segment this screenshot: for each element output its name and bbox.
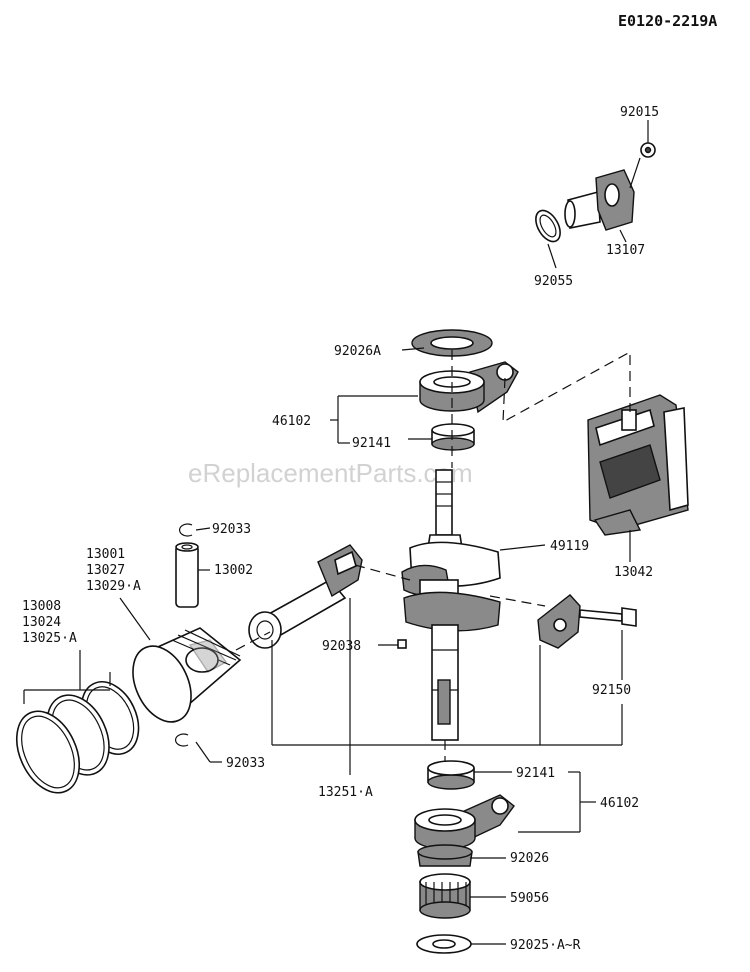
part-92141-bearing-lower — [427, 760, 475, 790]
part-92038-pin — [397, 639, 407, 649]
part-92025-shim — [416, 934, 472, 954]
callout-92038: 92038 — [322, 639, 361, 654]
part-92015-circlip — [640, 142, 656, 158]
callout-13001: 13001 — [86, 547, 125, 562]
callout-92026: 92026 — [510, 851, 549, 866]
part-13042-balancer-housing — [587, 394, 689, 536]
part-92026a-washer — [411, 329, 493, 357]
callout-13024: 13024 — [22, 615, 61, 630]
callout-92033-top: 92033 — [212, 522, 251, 537]
part-92033-clip-top — [179, 523, 193, 537]
part-rod-cap — [537, 594, 581, 649]
callout-92033-bottom: 92033 — [226, 756, 265, 771]
callout-13042: 13042 — [614, 565, 653, 580]
part-13002-piston-pin — [175, 542, 199, 608]
callout-92141-top: 92141 — [352, 436, 391, 451]
callout-13027: 13027 — [86, 563, 125, 578]
callout-13029a: 13029·A — [86, 579, 141, 594]
part-46102-balancer-lower — [414, 794, 515, 850]
part-59056-gear — [419, 873, 471, 919]
part-46102-balancer-upper — [419, 361, 519, 414]
part-13001-piston — [132, 627, 242, 723]
part-13107-governor-shaft — [564, 157, 641, 231]
callout-92150: 92150 — [592, 683, 631, 698]
part-92055-o-ring — [535, 209, 561, 243]
callout-49119: 49119 — [550, 539, 589, 554]
part-13008-piston-rings — [15, 681, 140, 794]
part-49119-crankshaft — [401, 469, 501, 741]
callout-46102-top: 46102 — [272, 414, 311, 429]
diagram-ref-code: E0120-2219A — [618, 12, 717, 30]
part-92026-washer — [417, 844, 473, 867]
callout-13107: 13107 — [606, 243, 645, 258]
callout-92026a: 92026A — [334, 344, 381, 359]
callout-59056: 59056 — [510, 891, 549, 906]
callout-13251a: 13251·A — [318, 785, 373, 800]
part-92033-clip-bottom — [175, 733, 189, 747]
callout-92025: 92025·A~R — [510, 938, 581, 953]
leader-lines — [23, 120, 649, 945]
part-92150-bolt — [579, 607, 637, 627]
watermark: eReplacementParts.com — [188, 458, 473, 488]
callout-13025a: 13025·A — [22, 631, 77, 646]
part-connecting-rod — [248, 544, 363, 649]
callout-92015: 92015 — [620, 105, 659, 120]
part-92141-bearing-upper — [431, 423, 475, 451]
callout-92141-bottom: 92141 — [516, 766, 555, 781]
callout-46102-bottom: 46102 — [600, 796, 639, 811]
callout-92055: 92055 — [534, 274, 573, 289]
callout-13002: 13002 — [214, 563, 253, 578]
callout-13008: 13008 — [22, 599, 61, 614]
